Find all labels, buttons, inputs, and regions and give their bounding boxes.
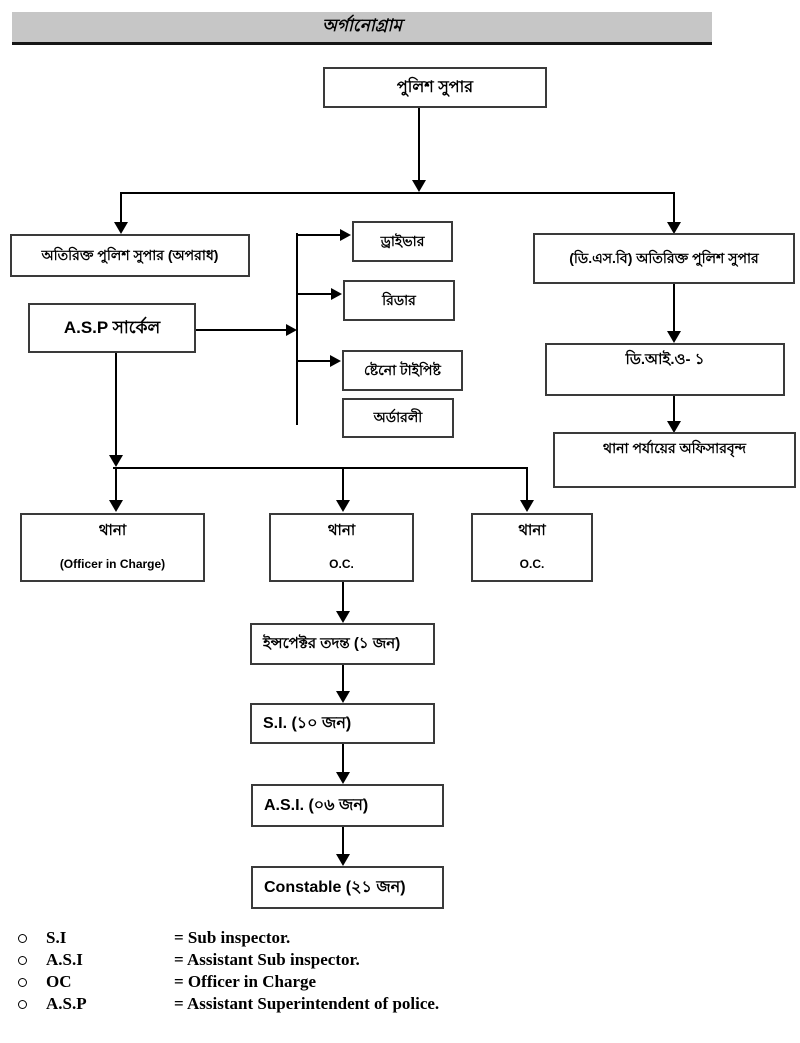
legend-bullet-icon (18, 977, 27, 987)
node-label: পুলিশ সুপার (396, 78, 474, 96)
node-orderly: অর্ডারলী (342, 398, 454, 438)
connector-thana-left-drop (115, 467, 117, 501)
connector-asi-constable (342, 827, 344, 855)
arrowhead-asp-right-icon (286, 324, 297, 336)
legend-row-asp: A.S.P = Assistant Superintendent of poli… (18, 993, 439, 1015)
legend-term: OC (46, 972, 72, 991)
node-label: থানা পর্যায়ের অফিসারবৃন্দ (603, 440, 746, 456)
connector-spine-steno (296, 360, 331, 362)
arrowhead-asp-down-icon (109, 455, 123, 467)
legend-definition: = Assistant Superintendent of police. (174, 994, 440, 1013)
legend-bullet-icon (18, 999, 27, 1009)
arrowhead-thana-officers-icon (667, 421, 681, 433)
connector-spine-reader (296, 293, 332, 295)
node-subtitle: O.C. (519, 557, 545, 571)
node-label: ডি.আই.ও- ১ (625, 351, 705, 368)
connector-si-asi (342, 744, 344, 774)
arrowhead-inspector-icon (336, 611, 350, 623)
connector-thana-inspector (342, 582, 344, 613)
node-label: Constable (২১ জন) (264, 878, 406, 896)
arrowhead-thana-right-icon (520, 500, 534, 512)
arrowhead-driver-icon (340, 229, 351, 241)
node-title: থানা (98, 522, 127, 539)
legend-definition: = Assistant Sub inspector. (174, 950, 360, 969)
legend-term: S.I (46, 928, 67, 947)
arrowhead-left-drop-icon (114, 222, 128, 234)
node-title: থানা (518, 522, 546, 539)
node-title: থানা (327, 522, 356, 539)
node-label: রিডার (382, 291, 416, 308)
connector-asp-to-spine (196, 329, 286, 331)
arrowhead-right-drop-icon (667, 222, 681, 234)
legend-term: A.S.P (46, 994, 87, 1013)
legend: S.I = Sub inspector. A.S.I = Assistant S… (18, 927, 439, 1015)
node-thana-officer-in-charge: থানা (Officer in Charge) (20, 513, 205, 582)
node-thana-oc-right: থানা O.C. (471, 513, 593, 582)
arrowhead-thana-left-icon (109, 500, 123, 512)
node-addl-sp-crime: অতিরিক্ত পুলিশ সুপার (অপরাধ) (10, 234, 250, 277)
node-si: S.I. (১০ জন) (250, 703, 435, 744)
arrowhead-steno-icon (330, 355, 341, 367)
connector-ps-vertical (418, 108, 420, 181)
node-label: অর্ডারলী (373, 409, 423, 426)
node-label: ড্রাইভার (380, 232, 425, 249)
node-dio-1: ডি.আই.ও- ১ (545, 343, 785, 396)
node-dsb-addl-sp: (ডি.এস.বি) অতিরিক্ত পুলিশ সুপার (533, 233, 795, 284)
node-label: S.I. (১০ জন) (263, 714, 352, 732)
node-label: ইন্সপেক্টর তদন্ত (১ জন) (263, 634, 401, 652)
node-label: ষ্টেনো টাইপিষ্ট (364, 361, 441, 378)
connector-thana-mid-drop (342, 467, 344, 501)
node-inspector-investigation: ইন্সপেক্টর তদন্ত (১ জন) (250, 623, 435, 665)
arrowhead-asi-icon (336, 772, 350, 784)
legend-row-si: S.I = Sub inspector. (18, 927, 439, 949)
page-title: অর্গানোগ্রাম (322, 16, 402, 35)
title-bar: অর্গানোগ্রাম (12, 12, 712, 45)
connector-spine-driver (296, 234, 340, 236)
node-police-super: পুলিশ সুপার (323, 67, 547, 108)
node-asp-circle: A.S.P সার্কেল (28, 303, 196, 353)
node-reader: রিডার (343, 280, 455, 321)
node-label: A.S.I. (০৬ জন) (264, 796, 369, 814)
node-label: অতিরিক্ত পুলিশ সুপার (অপরাধ) (41, 246, 219, 263)
node-label: A.S.P সার্কেল (63, 318, 161, 338)
connector-dio-thanaofficers (673, 396, 675, 422)
node-subtitle: O.C. (329, 557, 354, 571)
legend-definition: = Sub inspector. (174, 928, 291, 947)
node-constable: Constable (২১ জন) (251, 866, 444, 909)
legend-definition: = Officer in Charge (174, 972, 317, 991)
node-subtitle: (Officer in Charge) (59, 557, 166, 571)
legend-bullet-icon (18, 933, 27, 943)
node-driver: ড্রাইভার (352, 221, 453, 262)
connector-top-branch-line (121, 192, 675, 194)
legend-term: A.S.I (46, 950, 83, 969)
legend-bullet-icon (18, 955, 27, 965)
legend-row-oc: OC = Officer in Charge (18, 971, 439, 993)
connector-asp-down (115, 353, 117, 456)
node-thana-oc-middle: থানা O.C. (269, 513, 414, 582)
arrowhead-dio-icon (667, 331, 681, 343)
arrowhead-ps-down-icon (412, 180, 426, 192)
node-asi: A.S.I. (০৬ জন) (251, 784, 444, 827)
legend-row-asi: A.S.I = Assistant Sub inspector. (18, 949, 439, 971)
arrowhead-reader-icon (331, 288, 342, 300)
node-steno-typist: ষ্টেনো টাইপিষ্ট (342, 350, 463, 391)
node-label: (ডি.এস.বি) অতিরিক্ত পুলিশ সুপার (569, 249, 759, 266)
connector-left-drop (120, 192, 122, 223)
connector-thana-right-drop (526, 467, 528, 501)
connector-right-drop (673, 192, 675, 223)
arrowhead-constable-icon (336, 854, 350, 866)
connector-thana-distribution-line (113, 467, 528, 469)
connector-dsb-dio (673, 284, 675, 332)
arrowhead-thana-mid-icon (336, 500, 350, 512)
arrowhead-si-icon (336, 691, 350, 703)
node-thana-level-officers: থানা পর্যায়ের অফিসারবৃন্দ (553, 432, 796, 488)
connector-inspector-si (342, 665, 344, 693)
connector-staff-spine (296, 233, 298, 425)
